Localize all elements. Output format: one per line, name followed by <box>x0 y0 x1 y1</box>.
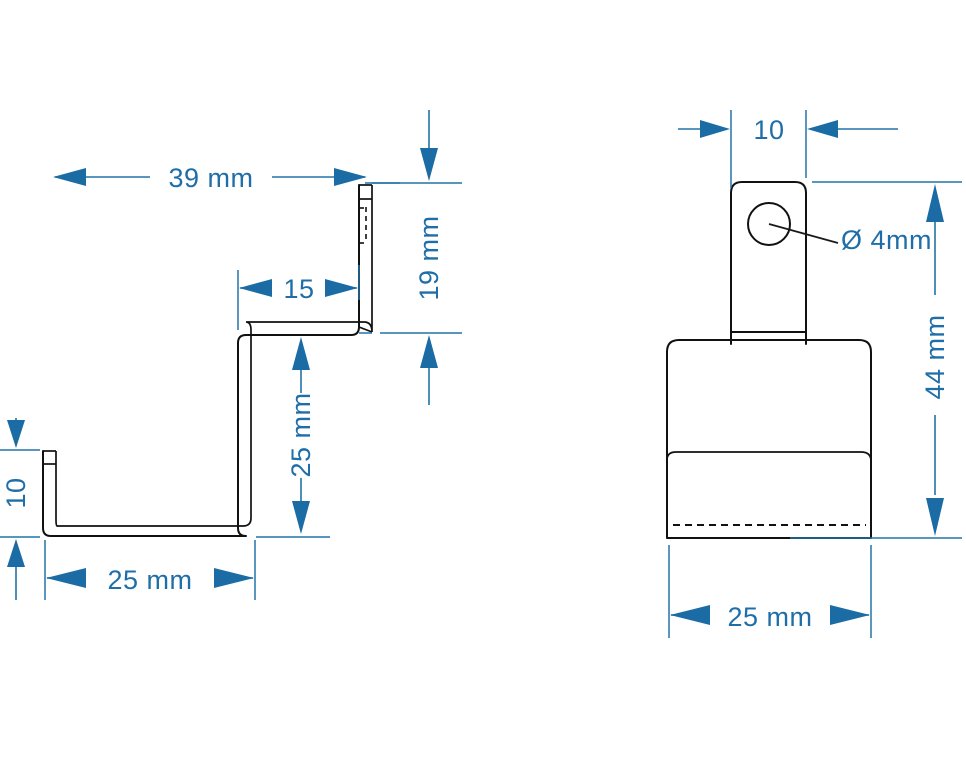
dimension-39mm: 39 mm <box>53 163 400 193</box>
arrow-15-left <box>239 279 272 297</box>
arrow-25br-left <box>670 605 710 625</box>
dim-label-25mm-bottom-left: 25 mm <box>107 565 192 595</box>
arrow-10-bottom <box>7 539 25 567</box>
front-view: Ø 4mm 10 44 mm <box>666 110 962 638</box>
arrow-39-left <box>53 168 86 186</box>
bracket-inner-profile <box>55 185 373 527</box>
dim-label-15: 15 <box>283 274 314 304</box>
dimension-10-left: 10 <box>0 418 40 600</box>
arrow-44-top <box>926 184 944 222</box>
dim-label-44mm: 44 mm <box>920 314 950 399</box>
body-seam-line <box>666 451 872 462</box>
side-profile-view: 39 mm 15 19 mm <box>0 110 462 600</box>
dim-label-10-top-right: 10 <box>753 115 784 145</box>
bracket-outer-profile <box>42 184 360 537</box>
arrow-39-right <box>334 168 367 186</box>
arrow-25v-bottom <box>292 501 310 534</box>
flange-end-edge <box>358 326 373 333</box>
mounting-hole-circle <box>747 202 791 246</box>
dimension-19mm: 19 mm <box>372 110 462 405</box>
arrow-44-bottom <box>926 498 944 536</box>
arrow-25br-right <box>830 605 870 625</box>
dimension-44mm: 44 mm <box>790 181 962 539</box>
dimension-25mm-vertical: 25 mm <box>256 332 372 538</box>
dimension-10-top-right: 10 <box>678 110 898 188</box>
dimension-15: 15 <box>237 265 360 330</box>
dim-label-10-left: 10 <box>1 477 31 508</box>
dim-label-hole-diameter: Ø 4mm <box>841 225 932 255</box>
dimension-25mm-bottom-left: 25 mm <box>44 540 256 600</box>
arrow-10t-right <box>807 120 838 138</box>
dimension-25mm-bottom-right: 25 mm <box>668 545 872 638</box>
arrow-19-top <box>420 148 438 181</box>
front-body-outline <box>666 339 872 539</box>
arrow-25v-top <box>292 337 310 370</box>
hole-leader-line <box>768 223 839 244</box>
arrow-15-right <box>325 279 358 297</box>
arrow-19-bottom <box>420 335 438 368</box>
arrow-25b-left <box>46 568 86 588</box>
arrow-10t-left <box>700 120 730 138</box>
dim-label-19mm: 19 mm <box>414 215 444 300</box>
dim-label-25mm-vertical: 25 mm <box>286 392 316 477</box>
arrow-25b-right <box>214 568 254 588</box>
dim-label-39mm: 39 mm <box>168 163 253 193</box>
arrow-10-top <box>7 420 25 448</box>
dim-label-25mm-bottom-right: 25 mm <box>727 602 812 632</box>
front-tab-outline <box>730 181 807 345</box>
